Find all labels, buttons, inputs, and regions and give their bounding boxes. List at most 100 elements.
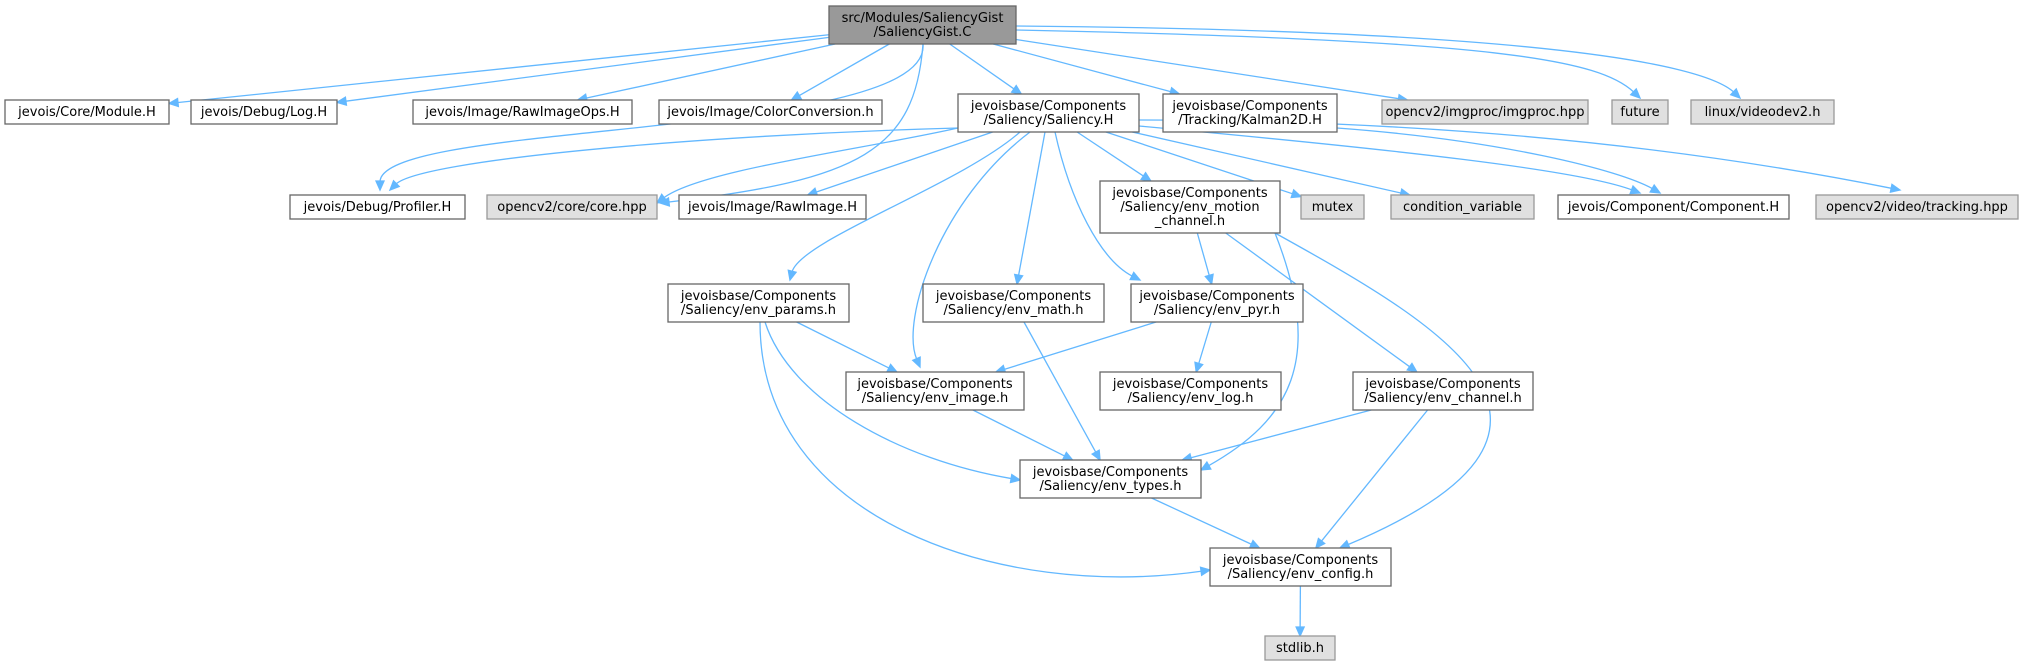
node-box <box>1300 194 1365 220</box>
edge-arrowhead <box>1061 451 1075 461</box>
node-params[interactable]: jevoisbase/Components/Saliency/env_param… <box>667 283 850 323</box>
edge-params-to-config <box>759 321 1212 578</box>
node-rawops[interactable]: jevois/Image/RawImageOps.H <box>412 99 633 125</box>
edge-arrowhead <box>1199 460 1212 471</box>
node-box <box>1099 180 1281 234</box>
node-box <box>1209 547 1392 587</box>
edge-saliency-to-pyr <box>1054 131 1142 281</box>
node-channel[interactable]: jevoisbase/Components/Saliency/env_chann… <box>1352 371 1534 411</box>
edge-line <box>796 321 891 370</box>
edge-saliency-to-params <box>787 131 1021 282</box>
edge-pyr-to-image <box>994 321 1157 374</box>
edge-line <box>764 321 1013 480</box>
node-box <box>957 93 1140 133</box>
node-label: /Saliency/env_params.h <box>681 303 836 318</box>
edge-line <box>912 131 1031 360</box>
node-saliency[interactable]: jevoisbase/Components/Saliency/Saliency.… <box>957 93 1140 133</box>
edge-arrowhead <box>1295 626 1306 638</box>
edge-line <box>1054 131 1134 278</box>
node-motion[interactable]: jevoisbase/Components/Saliency/env_motio… <box>1099 180 1281 234</box>
edge-arrowhead <box>1204 273 1214 286</box>
edges-layer <box>167 25 1902 638</box>
edge-saliency-to-profiler <box>388 127 959 192</box>
edge-params-to-image <box>796 321 899 373</box>
node-kalman[interactable]: jevoisbase/Components/Tracking/Kalman2D.… <box>1162 93 1338 133</box>
node-stdlib[interactable]: stdlib.h <box>1264 635 1336 661</box>
edge-line <box>1138 125 1633 191</box>
edge-arrowhead <box>655 193 668 204</box>
node-future[interactable]: future <box>1611 99 1669 125</box>
edge-arrowhead <box>1290 188 1303 199</box>
edge-line <box>1197 321 1212 365</box>
edge-image-to-types <box>972 409 1075 461</box>
node-profiler[interactable]: jevois/Debug/Profiler.H <box>289 194 466 220</box>
edge-root-to-module <box>167 34 830 108</box>
edge-channel-to-config <box>1314 409 1429 550</box>
node-box <box>1130 283 1304 323</box>
node-rawimage[interactable]: jevois/Image/RawImage.H <box>678 194 867 220</box>
node-label: jevoisbase/Components <box>1138 289 1294 304</box>
node-pyr[interactable]: jevoisbase/Components/Saliency/env_pyr.h <box>1130 283 1304 323</box>
node-label: future <box>1620 105 1659 120</box>
node-label: opencv2/video/tracking.hpp <box>1826 200 2008 215</box>
node-videodev[interactable]: linux/videodev2.h <box>1690 99 1835 125</box>
edge-line <box>1132 131 1402 194</box>
edge-line <box>1017 131 1046 277</box>
node-label: jevoisbase/Components <box>935 289 1091 304</box>
edge-line <box>815 131 993 194</box>
edge-line <box>667 43 924 203</box>
node-module[interactable]: jevois/Core/Module.H <box>4 99 170 125</box>
node-label: /Saliency/env_math.h <box>943 303 1083 318</box>
edge-line <box>949 43 1016 90</box>
edge-arrowhead <box>790 90 803 101</box>
edge-line <box>798 43 890 97</box>
edge-root-to-future <box>1015 29 1642 100</box>
edge-arrowhead <box>1649 183 1662 194</box>
node-box <box>1557 194 1790 220</box>
node-label: jevoisbase/Components <box>856 377 1012 392</box>
node-box <box>190 99 338 125</box>
node-colorconv[interactable]: jevois/Image/ColorConversion.h <box>658 99 883 125</box>
edge-arrowhead <box>1314 537 1326 550</box>
node-imgproc[interactable]: opencv2/imgproc/imgproc.hpp <box>1381 99 1589 125</box>
node-label: /Saliency/env_types.h <box>1040 479 1182 494</box>
node-label: /Saliency/env_channel.h <box>1364 391 1522 406</box>
edge-arrowhead <box>374 180 386 192</box>
edge-line <box>993 43 1172 93</box>
edge-line <box>1015 25 1735 93</box>
edge-arrowhead <box>1629 87 1642 100</box>
edge-line <box>791 131 1021 273</box>
node-box <box>4 99 170 125</box>
node-label: /SaliencyGist.C <box>874 25 972 40</box>
edge-root-to-log <box>335 36 830 107</box>
node-label: /Tracking/Kalman2D.H <box>1178 113 1322 128</box>
node-box <box>1352 371 1534 411</box>
edge-arrowhead <box>1406 362 1419 373</box>
node-log[interactable]: jevois/Debug/Log.H <box>190 99 338 125</box>
edge-line <box>344 36 830 102</box>
node-mutex[interactable]: mutex <box>1300 194 1365 220</box>
edge-line <box>585 43 836 99</box>
node-condvar[interactable]: condition_variable <box>1390 194 1535 220</box>
edge-arrowhead <box>1889 183 1902 194</box>
node-label: jevois/Component/Component.H <box>1567 200 1779 215</box>
edge-line <box>1320 409 1429 543</box>
node-tracking[interactable]: opencv2/video/tracking.hpp <box>1815 194 2019 220</box>
edge-params-to-types <box>764 321 1022 484</box>
node-math[interactable]: jevoisbase/Components/Saliency/env_math.… <box>922 283 1105 323</box>
node-envlog[interactable]: jevoisbase/Components/Saliency/env_log.h <box>1099 371 1282 411</box>
node-label: jevoisbase/Components <box>680 289 836 304</box>
node-label: jevoisbase/Components <box>1364 377 1520 392</box>
node-corehpp[interactable]: opencv2/core/core.hpp <box>486 194 658 220</box>
node-types[interactable]: jevoisbase/Components/Saliency/env_types… <box>1019 459 1202 499</box>
node-component[interactable]: jevois/Component/Component.H <box>1557 194 1790 220</box>
node-box <box>1381 99 1589 125</box>
node-label: jevois/Core/Module.H <box>17 105 156 120</box>
edge-line <box>379 43 924 183</box>
node-image[interactable]: jevoisbase/Components/Saliency/env_image… <box>845 371 1025 411</box>
node-config[interactable]: jevoisbase/Components/Saliency/env_confi… <box>1209 547 1392 587</box>
node-label: /Saliency/env_motion <box>1120 200 1259 215</box>
edge-math-to-types <box>1023 321 1101 462</box>
edge-line <box>759 321 1203 578</box>
node-root[interactable]: src/Modules/SaliencyGist/SaliencyGist.C <box>828 5 1017 45</box>
